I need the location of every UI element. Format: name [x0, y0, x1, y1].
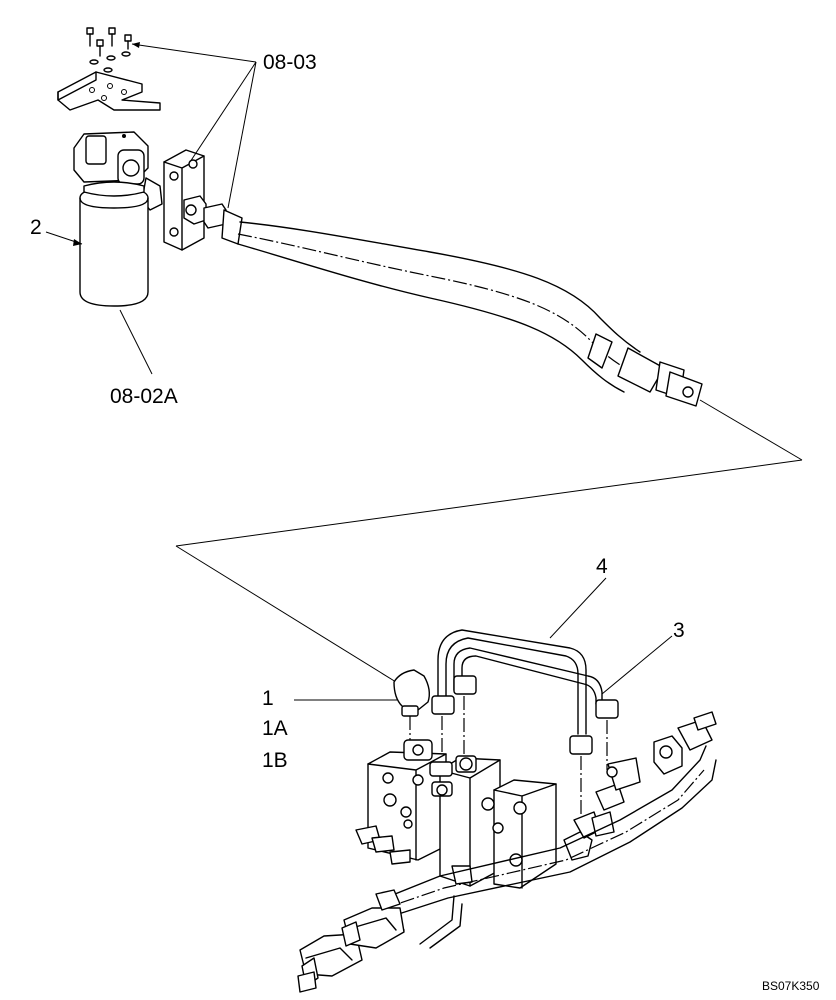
leader-lines — [45, 42, 803, 701]
pilot-fittings-left — [297, 889, 405, 993]
callout-4: 4 — [596, 555, 608, 578]
mounting-bolts — [86, 27, 132, 73]
callout-08-03: 08-03 — [263, 51, 317, 74]
pilot-lines-lower — [339, 711, 717, 951]
manifold-block — [163, 149, 207, 251]
filter-canister — [79, 181, 149, 307]
callout-2: 2 — [30, 216, 42, 239]
callout-08-02a: 08-02A — [110, 385, 178, 408]
drawing-code: BS07K350 — [762, 979, 820, 993]
hose-fitting-upper — [203, 203, 243, 245]
control-valve-bank — [355, 739, 557, 889]
elbow-fitting — [393, 669, 431, 742]
tube-assembly — [431, 629, 619, 824]
callout-1a: 1A — [262, 717, 288, 740]
hydraulic-hose — [237, 221, 703, 407]
filter-head — [73, 131, 163, 211]
callout-3: 3 — [673, 619, 685, 642]
mounting-bracket — [57, 71, 161, 111]
callout-1b: 1B — [262, 749, 288, 772]
valve-fittings-right — [563, 757, 641, 861]
callout-1: 1 — [262, 687, 274, 710]
